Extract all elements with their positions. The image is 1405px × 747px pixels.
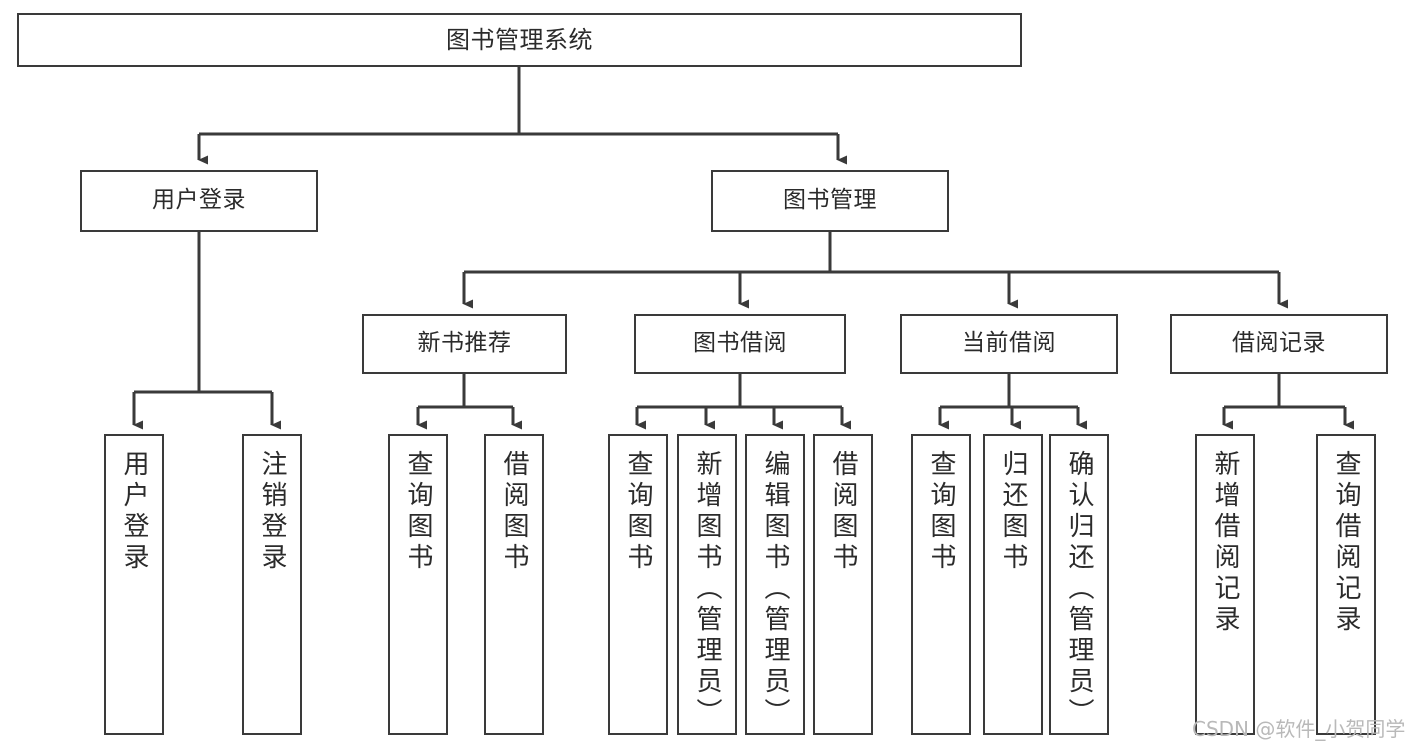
node-label: 借阅记录 xyxy=(1232,330,1326,357)
node-root[interactable]: 图书管理系统 xyxy=(17,13,1022,67)
node-label: 编辑图书（管理员） xyxy=(760,450,790,729)
node-label: 查询图书 xyxy=(926,450,956,574)
leaf-borrow-books-recommend[interactable]: 借阅图书 xyxy=(484,434,544,735)
node-label: 新增图书（管理员） xyxy=(692,450,722,729)
node-borrow-records[interactable]: 借阅记录 xyxy=(1170,314,1388,374)
leaf-query-borrow-record[interactable]: 查询借阅记录 xyxy=(1316,434,1376,735)
node-label: 查询图书 xyxy=(623,450,653,574)
node-label: 图书管理 xyxy=(783,187,877,214)
leaf-edit-book-admin[interactable]: 编辑图书（管理员） xyxy=(745,434,805,735)
node-label: 查询图书 xyxy=(403,450,433,574)
node-label: 注销登录 xyxy=(257,450,287,574)
leaf-query-books-borrow[interactable]: 查询图书 xyxy=(608,434,668,735)
node-book-management[interactable]: 图书管理 xyxy=(711,170,949,232)
node-label: 图书管理系统 xyxy=(446,25,593,54)
leaf-query-books-current[interactable]: 查询图书 xyxy=(911,434,971,735)
node-label: 图书借阅 xyxy=(693,330,787,357)
leaf-add-borrow-record[interactable]: 新增借阅记录 xyxy=(1195,434,1255,735)
leaf-query-books-recommend[interactable]: 查询图书 xyxy=(388,434,448,735)
leaf-logout[interactable]: 注销登录 xyxy=(242,434,302,735)
node-label: 查询借阅记录 xyxy=(1331,450,1361,636)
node-label: 新增借阅记录 xyxy=(1210,450,1240,636)
leaf-return-books[interactable]: 归还图书 xyxy=(983,434,1043,735)
node-current-borrow[interactable]: 当前借阅 xyxy=(900,314,1118,374)
leaf-user-login[interactable]: 用户登录 xyxy=(104,434,164,735)
node-label: 用户登录 xyxy=(152,187,246,214)
leaf-borrow-books[interactable]: 借阅图书 xyxy=(813,434,873,735)
leaf-add-book-admin[interactable]: 新增图书（管理员） xyxy=(677,434,737,735)
node-label: 确认归还（管理员） xyxy=(1064,450,1094,729)
node-new-book-recommend[interactable]: 新书推荐 xyxy=(362,314,567,374)
node-label: 当前借阅 xyxy=(962,330,1056,357)
leaf-confirm-return-admin[interactable]: 确认归还（管理员） xyxy=(1049,434,1109,735)
node-label: 用户登录 xyxy=(119,450,149,574)
node-user-login[interactable]: 用户登录 xyxy=(80,170,318,232)
node-label: 新书推荐 xyxy=(417,330,512,357)
node-label: 借阅图书 xyxy=(499,450,529,574)
node-book-borrow[interactable]: 图书借阅 xyxy=(634,314,846,374)
node-label: 借阅图书 xyxy=(828,450,858,574)
watermark-text: CSDN @软件_小贺同学 xyxy=(1192,717,1405,741)
node-label: 归还图书 xyxy=(998,450,1028,574)
